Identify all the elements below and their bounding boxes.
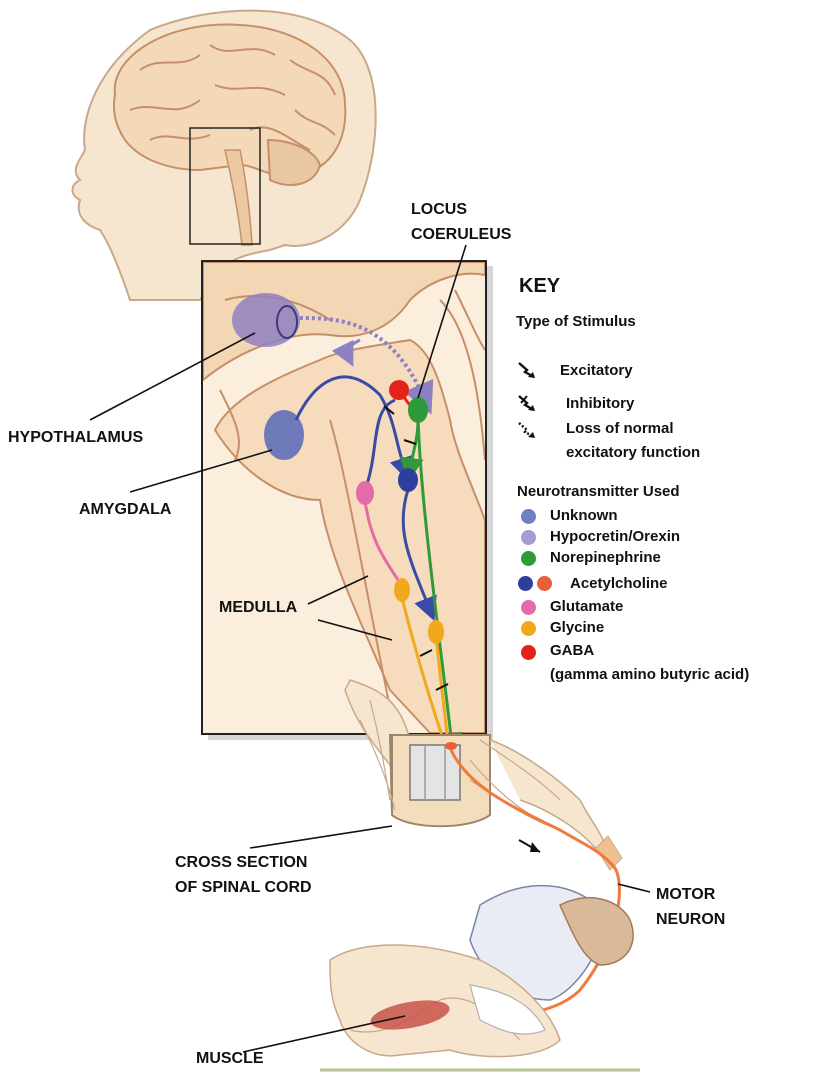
inhibitory-arrow-icon <box>516 393 538 413</box>
key-norepinephrine-label: Norepinephrine <box>550 549 661 567</box>
norepinephrine-dot-icon <box>521 551 536 566</box>
acetylcholine-neuron <box>398 468 418 492</box>
acetylcholine-dot-blue-icon <box>518 576 533 591</box>
hypothalamus-label: HYPOTHALAMUS <box>8 428 143 448</box>
key-unknown-label: Unknown <box>550 507 618 525</box>
motor-neuron-label-2: NEURON <box>656 910 725 930</box>
key-stimulus-heading: Type of Stimulus <box>516 313 636 330</box>
loss-arrow-icon <box>516 420 538 440</box>
key-acetylcholine-label: Acetylcholine <box>570 575 668 593</box>
key-hypocretin-label: Hypocretin/Orexin <box>550 528 680 546</box>
motor-neuron-label-1: MOTOR <box>656 885 715 905</box>
cross-section-label-1: CROSS SECTION <box>175 853 307 873</box>
locus-coeruleus-label-2: COERULEUS <box>411 225 511 245</box>
glycine-neuron-1 <box>394 578 410 602</box>
unknown-dot-icon <box>521 509 536 524</box>
medulla-label: MEDULLA <box>219 598 297 618</box>
key-gaba-label: GABA <box>550 642 594 660</box>
acetylcholine-dot-orange-icon <box>537 576 552 591</box>
locus-coeruleus-label-1: LOCUS <box>411 200 467 220</box>
key-inhibitory-label: Inhibitory <box>566 395 634 413</box>
muscle-label: MUSCLE <box>196 1049 264 1069</box>
glutamate-dot-icon <box>521 600 536 615</box>
glycine-dot-icon <box>521 621 536 636</box>
key-loss-label-1: Loss of normal <box>566 420 674 438</box>
hypocretin-dot-icon <box>521 530 536 545</box>
key-loss-label-2: excitatory function <box>566 444 700 462</box>
direction-arrow-head <box>530 842 540 852</box>
locus-coeruleus-neuron <box>408 397 428 423</box>
cross-section-label-2: OF SPINAL CORD <box>175 878 312 898</box>
key-glycine-label: Glycine <box>550 619 604 637</box>
key-neuro-heading: Neurotransmitter Used <box>517 483 680 500</box>
glutamate-neuron <box>356 481 374 505</box>
key-excitatory-label: Excitatory <box>560 362 633 380</box>
excitatory-arrow-icon <box>516 360 538 380</box>
sleeping-figure <box>320 886 640 1070</box>
gaba-dot-icon <box>521 645 536 660</box>
key-title: KEY <box>519 275 560 298</box>
gaba-neuron <box>389 380 409 400</box>
key-gaba-note: (gamma amino butyric acid) <box>550 666 749 684</box>
amygdala-label: AMYGDALA <box>79 500 171 520</box>
glycine-neuron-2 <box>428 620 444 644</box>
key-glutamate-label: Glutamate <box>550 598 623 616</box>
